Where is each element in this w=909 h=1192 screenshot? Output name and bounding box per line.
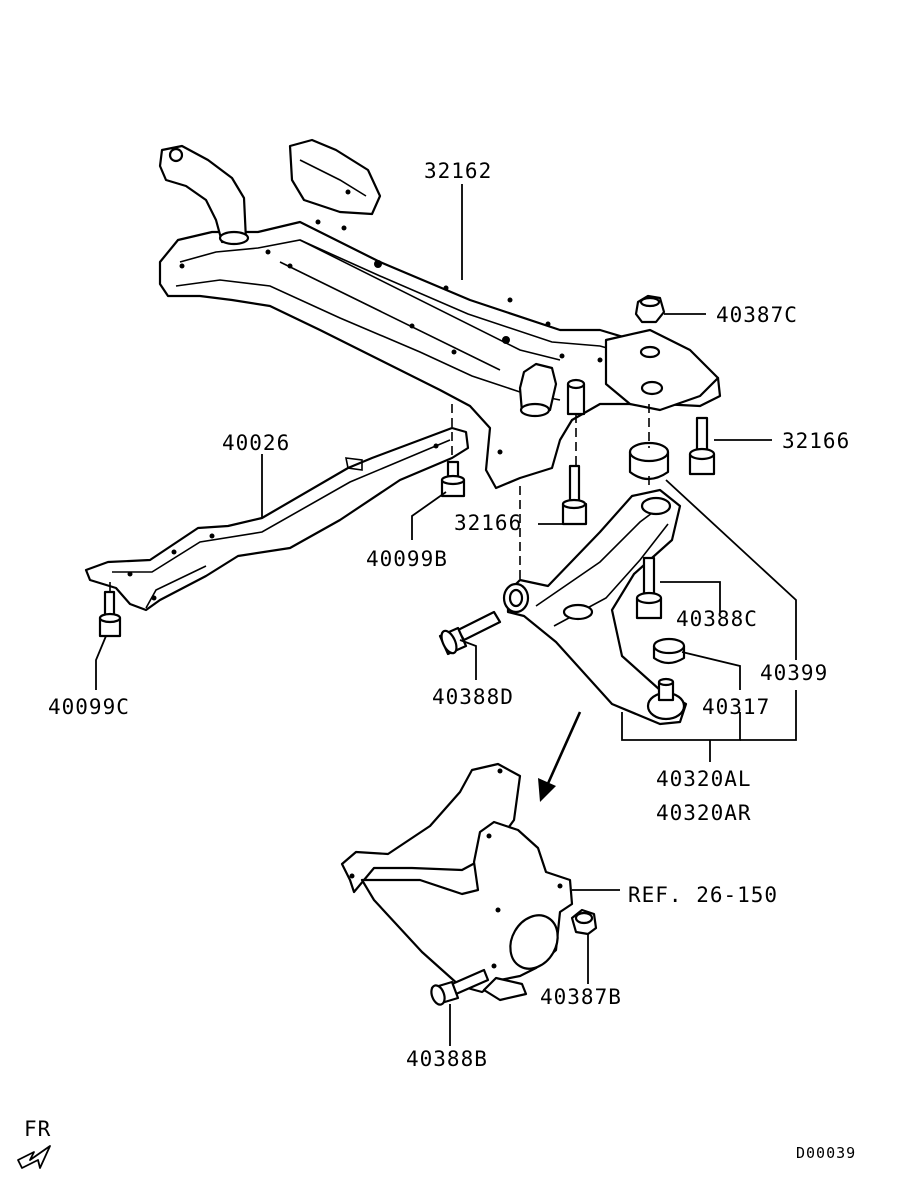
bolt-40099b [440, 460, 466, 498]
arrow-down-icon [538, 711, 582, 802]
nut-40387c [634, 294, 666, 324]
label-40388b: 40388B [406, 1047, 488, 1071]
bushing-40399 [628, 441, 670, 481]
label-40387c: 40387C [716, 303, 798, 327]
nut-40387b [570, 908, 598, 936]
label-40026: 40026 [222, 431, 290, 455]
arrow-down-left-icon [17, 1145, 51, 1169]
label-40099b: 40099B [366, 547, 448, 571]
label-40320ar: 40320AR [656, 801, 752, 825]
knuckle [340, 762, 574, 1002]
label-40388c: 40388C [676, 607, 758, 631]
drawing-code: D00039 [796, 1144, 856, 1162]
label-40388d: 40388D [432, 685, 514, 709]
part-labels: 32162 40387C 32166 40026 32166 40099B 40… [48, 159, 856, 1162]
label-40317: 40317 [702, 695, 770, 719]
label-32166-right: 32166 [782, 429, 850, 453]
bolt-40388b [430, 968, 490, 1006]
bolt-40388d [438, 610, 502, 656]
label-40099c: 40099C [48, 695, 130, 719]
label-32166-center: 32166 [454, 511, 522, 535]
label-40387b: 40387B [540, 985, 622, 1009]
front-label: FR [24, 1117, 51, 1141]
bracket [84, 426, 470, 612]
crossmember [158, 138, 722, 490]
front-indicator: FR [17, 1117, 51, 1169]
lower-arm [502, 488, 688, 726]
leader-lines [95, 184, 797, 1046]
bolt-40388c [635, 556, 663, 620]
bolt-40099c [98, 590, 122, 638]
dust-cover-40317 [652, 637, 686, 665]
alignment-lines [109, 404, 650, 592]
label-40399: 40399 [760, 661, 828, 685]
label-ref-26-150: REF. 26-150 [628, 883, 778, 907]
label-32162: 32162 [424, 159, 492, 183]
bolt-32166-right [688, 416, 716, 476]
bolt-32166-center [561, 464, 588, 526]
label-40320al: 40320AL [656, 767, 752, 791]
